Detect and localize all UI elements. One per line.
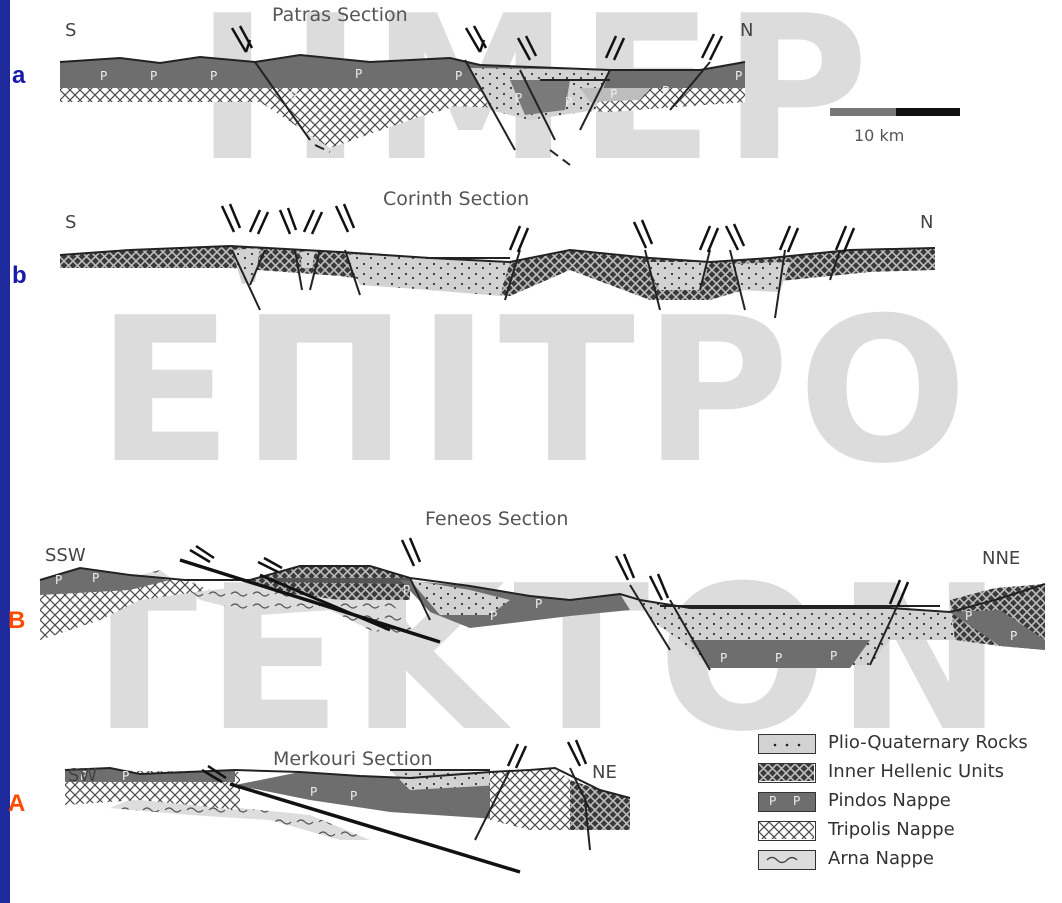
corinth-section-title: Corinth Section <box>383 188 529 210</box>
figure-panel: ΗΜΕΡ ΕΠΙΤΡΟ ΤΕΚΤΟΝ <box>10 0 1062 903</box>
legend: Plio-Quaternary Rocks Inner Hellenic Uni… <box>758 730 1062 875</box>
pindos-symbol: P <box>565 95 572 109</box>
feneos-left-direction: SSW <box>45 545 86 566</box>
pindos-symbol: P <box>92 571 99 585</box>
pindos-symbol: P <box>775 651 782 665</box>
label-b: b <box>12 262 27 290</box>
legend-swatch-pindos: P P <box>758 792 816 812</box>
legend-item: Arna Nappe <box>758 846 1062 875</box>
patras-right-direction: N <box>740 20 753 41</box>
pindos-symbol: P <box>355 67 362 81</box>
legend-swatch-plio <box>758 734 816 754</box>
legend-label: Pindos Nappe <box>828 790 951 811</box>
label-A: A <box>8 790 25 818</box>
legend-item: P P Pindos Nappe <box>758 788 1062 817</box>
corinth-right-direction: N <box>920 212 933 233</box>
pindos-symbol: P <box>122 769 129 783</box>
patras-left-direction: S <box>65 20 76 41</box>
legend-item: Tripolis Nappe <box>758 817 1062 846</box>
pindos-symbol: P <box>535 597 542 611</box>
legend-label: Plio-Quaternary Rocks <box>828 732 1028 753</box>
legend-label: Arna Nappe <box>828 848 934 869</box>
pindos-symbol: P <box>150 69 157 83</box>
pindos-symbol: P <box>720 651 727 665</box>
feneos-right-direction: NNE <box>982 548 1020 569</box>
pindos-symbol: P <box>350 789 357 803</box>
corinth-cross-section <box>60 204 935 318</box>
patras-section-title: Patras Section <box>272 4 408 26</box>
pindos-symbol: P <box>310 785 317 799</box>
legend-label: Tripolis Nappe <box>828 819 955 840</box>
pindos-symbol: P <box>403 583 410 597</box>
pindos-symbol: P <box>662 84 669 98</box>
pindos-symbol: P <box>100 69 107 83</box>
pindos-symbol: P <box>490 609 497 623</box>
scale-bar: 10 km <box>830 108 970 156</box>
legend-swatch-inner-hellenic <box>758 763 816 783</box>
pindos-symbol: P <box>610 87 617 101</box>
legend-item: Inner Hellenic Units <box>758 759 1062 788</box>
legend-item: Plio-Quaternary Rocks <box>758 730 1062 759</box>
label-B: B <box>8 607 25 635</box>
merkouri-section-title: Merkouri Section <box>273 748 433 770</box>
pindos-symbol: P <box>769 794 776 808</box>
patras-cross-section: P P P P P P P P P P P <box>60 26 745 165</box>
pindos-symbol: P <box>1010 629 1017 643</box>
feneos-cross-section: P P P P P P P P P P <box>40 538 1045 670</box>
pindos-symbol: P <box>735 69 742 83</box>
pindos-symbol: P <box>290 89 297 103</box>
pindos-symbol: P <box>455 69 462 83</box>
pindos-symbol: P <box>55 573 62 587</box>
pindos-symbol: P <box>965 609 972 623</box>
corinth-left-direction: S <box>65 212 76 233</box>
legend-swatch-tripolis <box>758 821 816 841</box>
feneos-section-title: Feneos Section <box>425 508 568 530</box>
pindos-symbol: P <box>515 91 522 105</box>
merkouri-right-direction: NE <box>592 762 617 783</box>
label-a: a <box>12 62 25 90</box>
scale-bar-label: 10 km <box>854 126 904 145</box>
pindos-symbol: P <box>210 69 217 83</box>
merkouri-left-direction: SW <box>68 765 97 786</box>
legend-label: Inner Hellenic Units <box>828 761 1004 782</box>
legend-swatch-arna <box>758 850 816 870</box>
pindos-symbol: P <box>830 649 837 663</box>
pindos-symbol: P <box>793 794 800 808</box>
